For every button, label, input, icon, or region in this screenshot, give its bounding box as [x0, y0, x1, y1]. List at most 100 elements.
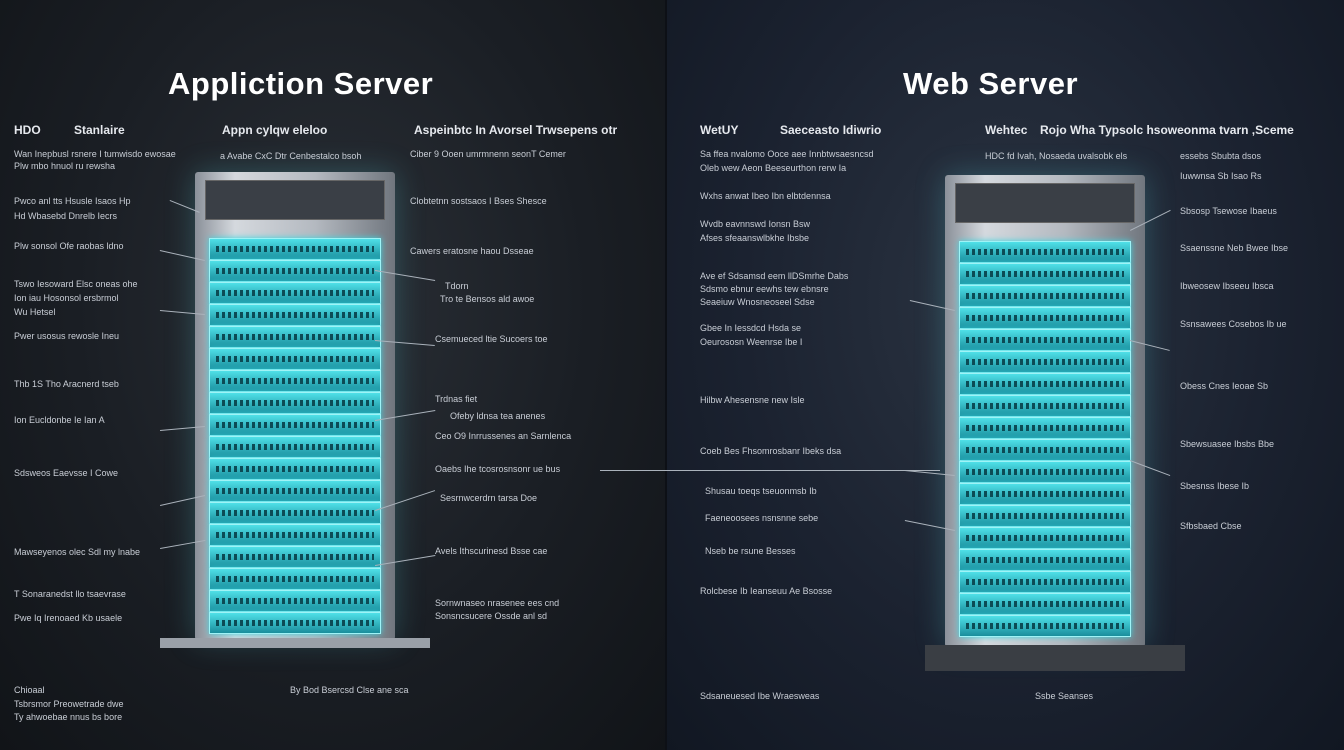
rack-unit [209, 392, 381, 414]
rack-unit [959, 417, 1131, 439]
annotation-label: Ibweosew Ibseeu Ibsca [1180, 281, 1274, 291]
rack-unit [959, 241, 1131, 263]
annotation-label: Nseb be rsune Besses [705, 546, 796, 556]
annotation-label: Ceo O9 Inrrussenes an Sarnlenca [435, 431, 572, 441]
annotation-label: Sbesnss Ibese Ib [1180, 481, 1250, 491]
application-server-title: Appliction Server [168, 66, 434, 101]
annotation-label: Sbsosp Tsewose Ibaeus [1180, 206, 1277, 216]
annotation-label: a Avabe CxC Dtr Cenbestalco bsoh [220, 151, 362, 161]
rack-unit [209, 326, 381, 348]
annotation-label: Ion iau Hosonsol ersbrmol [14, 293, 119, 303]
annotation-label: Thb 1S Tho Aracnerd tseb [14, 379, 119, 389]
rack-unit [209, 436, 381, 458]
rack-unit [959, 593, 1131, 615]
rack-unit [959, 329, 1131, 351]
web-server-tower [945, 175, 1145, 647]
rack-unit [209, 546, 381, 568]
rack-unit [959, 307, 1131, 329]
column-header: Saeceasto Idiwrio [780, 123, 882, 137]
annotation-label: essebs Sbubta dsos [1180, 151, 1262, 161]
annotation-label: Trdnas fiet [435, 394, 478, 404]
annotation-label: Ssbe Seanses [1035, 691, 1094, 701]
annotation-label: Wan Inepbusl rsnere I tumwisdo ewosae [14, 149, 176, 159]
annotation-label: HDC fd Ivah, Nosaeda uvalsobk els [985, 151, 1128, 161]
rack-unit [209, 502, 381, 524]
web-server-base [925, 645, 1185, 671]
rack-unit [959, 505, 1131, 527]
annotation-label: Oaebs Ihe tcosrosnsonr ue bus [435, 464, 561, 474]
annotation-label: Clobtetnn sostsaos I Bses Shesce [410, 196, 547, 206]
annotation-label: Tdorn [445, 281, 469, 291]
annotation-label: Sornwnaseo nrasenee ees cnd [435, 598, 560, 608]
annotation-label: Faeneoosees nsnsnne sebe [705, 513, 819, 523]
annotation-label: Seaeiuw Wnosneoseel Sdse [700, 297, 815, 307]
column-header: Aspeinbtc In Avorsel Trwsepens otr [414, 123, 618, 137]
annotation-label: Oleb wew Aeon Beeseurthon rerw Ia [700, 163, 847, 173]
rack-unit [959, 263, 1131, 285]
annotation-label: Coeb Bes Fhsomrosbanr Ibeks dsa [700, 446, 842, 456]
annotation-label: Sdsweos Eaevsse I Cowe [14, 468, 119, 478]
annotation-label: Avels Ithscurinesd Bsse cae [435, 546, 548, 556]
annotation-label: Pwco anl tts Hsusle Isaos Hp [14, 196, 131, 206]
annotation-label: Sfbsbaed Cbse [1180, 521, 1242, 531]
annotation-label: Iuwwnsa Sb Isao Rs [1180, 171, 1262, 181]
rack-unit [209, 282, 381, 304]
annotation-label: Gbee In Iessdcd Hsda se [700, 323, 802, 333]
annotation-label: Wxhs anwat Ibeo Ibn elbtdennsa [700, 191, 831, 201]
rack-unit [959, 439, 1131, 461]
rack-unit [209, 458, 381, 480]
annotation-label: Shusau toeqs tseuonmsb Ib [705, 486, 817, 496]
rack-unit [209, 590, 381, 612]
rack-unit [959, 351, 1131, 373]
annotation-label: Mawseyenos olec Sdl my lnabe [14, 547, 141, 557]
rack-unit [959, 395, 1131, 417]
rack-unit [209, 612, 381, 634]
column-header: HDO [14, 123, 41, 137]
annotation-label: Csemueced ltie Sucoers toe [435, 334, 548, 344]
rack-unit [209, 414, 381, 436]
annotation-label: Ofeby ldnsa tea anenes [450, 411, 546, 421]
rack-unit [209, 348, 381, 370]
annotation-label: By Bod Bsercsd Clse ane sca [290, 685, 409, 695]
column-header: Rojo Wha Typsolc hsoweonma tvarn ,Sceme [1040, 123, 1294, 137]
annotation-label: Tsbrsmor Preowetrade dwe [14, 699, 124, 709]
rack-unit [209, 304, 381, 326]
annotation-label: Tro te Bensos ald awoe [440, 294, 535, 304]
rack-unit [959, 549, 1131, 571]
annotation-label: Afses sfeaanswlbkhe Ibsbe [700, 233, 810, 243]
web-server-title: Web Server [903, 66, 1079, 101]
annotation-label: Plw mbo hnuol ru rewsha [14, 161, 116, 171]
annotation-label: Sa ffea nvalomo Ooce aee Innbtwsaesncsd [700, 149, 874, 159]
annotation-label: Cawers eratosne haou Dsseae [410, 246, 534, 256]
annotation-label: Rolcbese Ib Ieanseuu Ae Bsosse [700, 586, 833, 596]
rack-unit [959, 527, 1131, 549]
annotation-label: Wu Hetsel [14, 307, 56, 317]
rack-unit [209, 260, 381, 282]
annotation-label: Sdsaneuesed Ibe Wraesweas [700, 691, 820, 701]
rack-unit [209, 238, 381, 260]
annotation-label: Sonsncsucere Ossde anl sd [435, 611, 548, 621]
rack-unit [209, 480, 381, 502]
annotation-label: Ave ef Sdsamsd eem llDSmrhe Dabs [700, 271, 849, 281]
rack-unit [959, 571, 1131, 593]
annotation-label: Pwe Iq Irenoaed Kb usaele [14, 613, 123, 623]
annotation-label: T Sonaranedst llo tsaevrase [14, 589, 126, 599]
rack-unit [209, 370, 381, 392]
leader-line [600, 470, 940, 471]
annotation-label: Hilbw Ahesensne new Isle [700, 395, 805, 405]
column-header: Appn cylqw eleloo [222, 123, 328, 137]
annotation-label: Wvdb eavnnswd Ionsn Bsw [700, 219, 811, 229]
annotation-label: Sbewsuasee Ibsbs Bbe [1180, 439, 1275, 449]
annotation-label: Oeurososn Weenrse Ibe I [700, 337, 803, 347]
column-header: Wehtec [985, 123, 1028, 137]
application-server-tower [195, 172, 395, 640]
column-header: WetUY [700, 123, 739, 137]
annotation-label: Ssaenssne Neb Bwee Ibse [1180, 243, 1289, 253]
rack-unit [959, 373, 1131, 395]
application-server-base [160, 638, 430, 648]
annotation-label: Ssnsawees Cosebos Ib ue [1180, 319, 1287, 329]
annotation-label: Obess Cnes Ieoae Sb [1180, 381, 1269, 391]
rack-unit [959, 483, 1131, 505]
annotation-label: Ty ahwoebae nnus bs bore [14, 712, 123, 722]
annotation-label: Ion Eucldonbe Ie Ian A [14, 415, 105, 425]
